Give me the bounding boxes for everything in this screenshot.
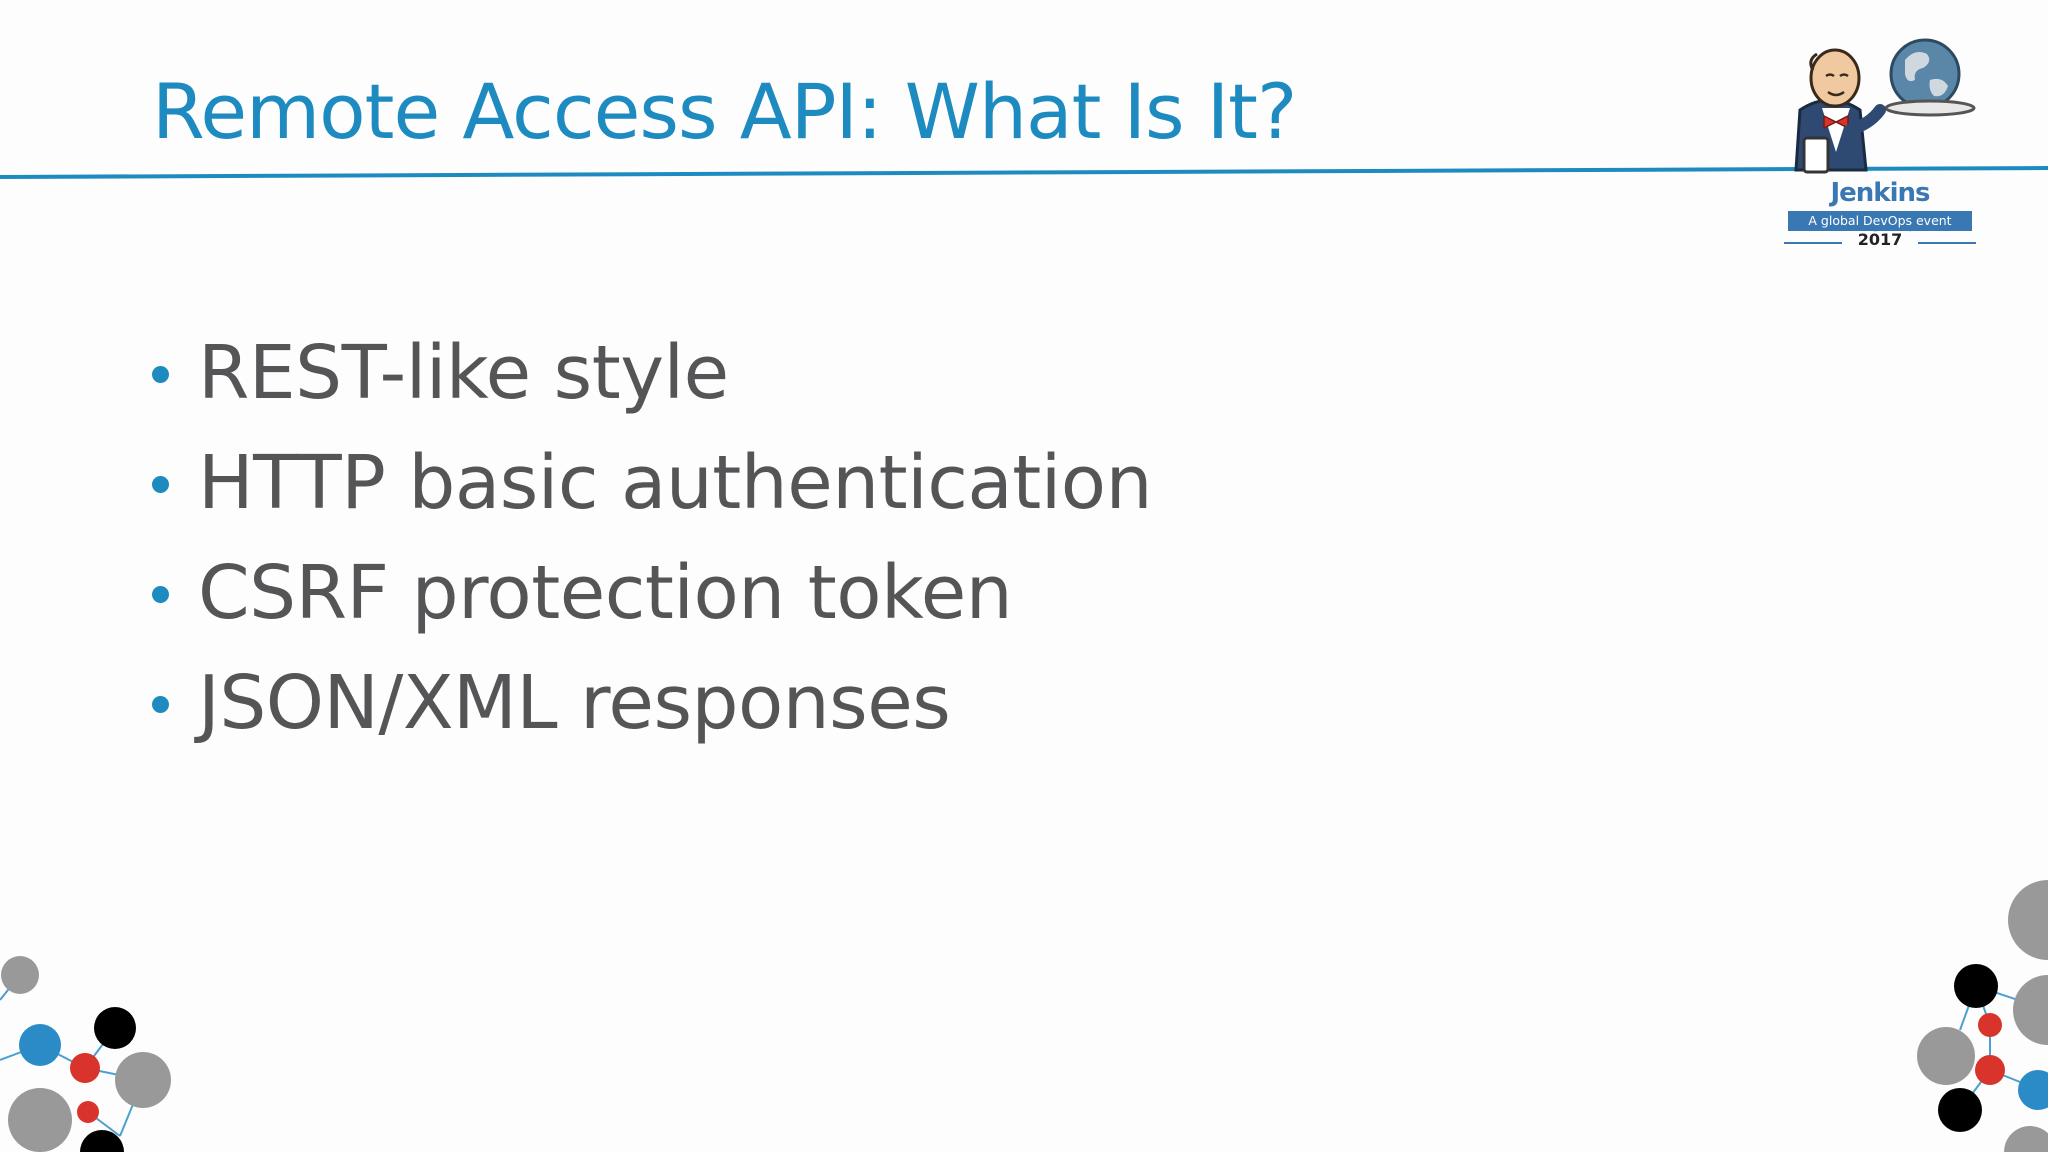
bullet-item: REST-like style [152,318,1152,428]
jenkins-butler-icon [1794,38,1976,174]
bullet-text: JSON/XML responses [198,660,951,746]
slide-title: Remote Access API: What Is It? [152,67,1297,156]
jenkins-world-logo: Jenkins World A global DevOps event 2017 [1780,30,1980,250]
bullet-item: CSRF protection token [152,538,1152,648]
bullet-dot-icon [152,695,169,713]
bullet-list: REST-like style HTTP basic authenticatio… [152,318,1152,758]
bullet-dot-icon [152,585,169,603]
molecule-decoration-left [0,956,171,1152]
bullet-text: REST-like style [198,330,729,416]
bullet-item: HTTP basic authentication [152,428,1152,538]
logo-year: 2017 [1857,230,1903,249]
bullet-text: CSRF protection token [198,550,1013,636]
logo-year-divider [1784,242,1842,244]
molecule-decoration-right [1917,880,2048,1152]
bullet-dot-icon [152,365,169,383]
logo-tagline: A global DevOps event [1788,211,1972,231]
bullet-dot-icon [152,475,169,493]
logo-year-divider [1918,242,1976,244]
bullet-item: JSON/XML responses [152,648,1152,758]
title-underline [0,166,2048,179]
bullet-text: HTTP basic authentication [198,440,1152,526]
